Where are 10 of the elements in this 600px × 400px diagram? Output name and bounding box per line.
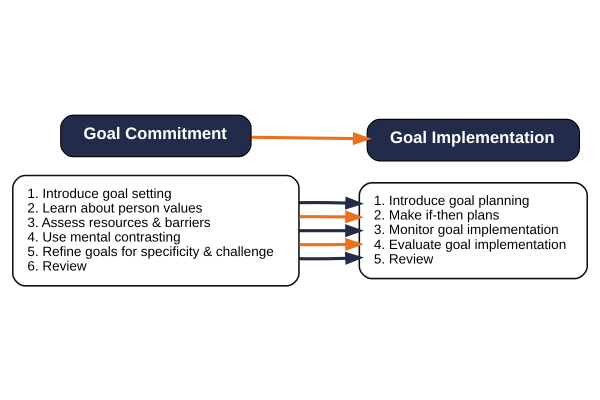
- node-box: Goal Commitment: [60, 114, 252, 157]
- arrow: [299, 224, 364, 237]
- arrow: [299, 210, 364, 223]
- arrow: [252, 132, 372, 145]
- arrow: [299, 196, 364, 210]
- node-box: Goal Implementation: [366, 118, 580, 161]
- arrow: [299, 251, 364, 264]
- node-box: 1. Introduce goal planning 2. Make if-then plans 3. Monitor goal implementation 4. Evaluate goal implementation 5. Review: [358, 182, 588, 279]
- node-box: 1. Introduce goal setting 2. Learn about person values 3. Assess resources & barriers 4. Use mental contrasting 5. Refine goals for specificity & challenge 6. Review: [12, 174, 300, 286]
- arrow: [299, 237, 364, 251]
